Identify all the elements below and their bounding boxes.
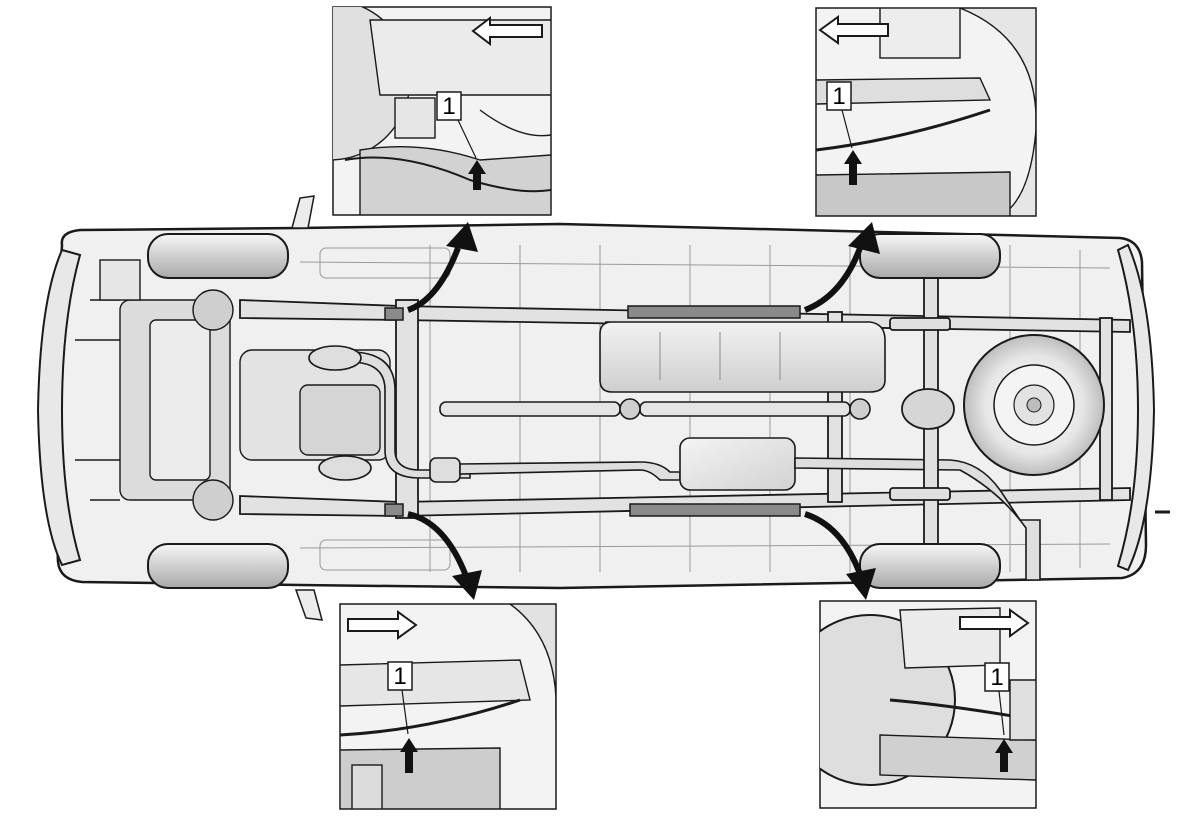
catalytic-converter-front bbox=[308, 345, 362, 371]
exhaust-system bbox=[308, 345, 1041, 581]
front-bumper bbox=[36, 248, 82, 567]
rear-left-wheel bbox=[859, 233, 1001, 279]
location-markers bbox=[384, 305, 801, 517]
differential bbox=[901, 388, 955, 430]
spare-tire bbox=[963, 334, 1105, 476]
direction-arrow-front-right bbox=[347, 610, 418, 640]
callout-number: 1 bbox=[832, 83, 845, 110]
marker-front-left bbox=[384, 307, 404, 321]
drive-shaft bbox=[439, 398, 871, 420]
pointer-arrow-front-left bbox=[406, 222, 478, 313]
front-right-wheel bbox=[147, 543, 289, 589]
direction-arrow-rear-right bbox=[959, 608, 1030, 638]
detail-view-rear-right: 1 bbox=[819, 600, 1037, 809]
detail-view-front-right: 1 bbox=[339, 603, 557, 810]
wheels bbox=[147, 233, 1001, 589]
callout-front-right: 1 bbox=[387, 661, 413, 735]
marker-front-right bbox=[384, 503, 404, 517]
up-arrow-front-right bbox=[400, 738, 418, 773]
callout-rear-right: 1 bbox=[984, 662, 1010, 736]
rear-axle bbox=[889, 269, 955, 551]
direction-arrow-front-left bbox=[471, 15, 543, 47]
up-arrow-front-left bbox=[468, 160, 486, 190]
left-mirror bbox=[291, 195, 315, 229]
up-arrow-rear-right bbox=[995, 739, 1013, 772]
callout-number: 1 bbox=[442, 93, 455, 120]
detail-view-rear-left: 1 bbox=[815, 7, 1037, 217]
pointer-arrow-rear-right bbox=[804, 511, 876, 600]
catalytic-converter-rear bbox=[318, 455, 372, 481]
muffler bbox=[679, 437, 796, 491]
callout-number: 1 bbox=[393, 663, 406, 690]
callout-number: 1 bbox=[990, 664, 1003, 691]
marker-rear-left bbox=[627, 305, 801, 319]
rear-right-wheel bbox=[859, 543, 1001, 589]
engine-assembly bbox=[75, 259, 391, 521]
pointer-arrows bbox=[406, 222, 880, 600]
callout-rear-left: 1 bbox=[826, 81, 853, 149]
right-mirror bbox=[294, 589, 324, 621]
pointer-arrow-rear-left bbox=[803, 222, 880, 313]
up-arrow-rear-left bbox=[844, 150, 862, 185]
rear-bumper bbox=[1116, 243, 1156, 572]
marker-rear-right bbox=[629, 503, 801, 517]
detail-view-front-left: 1 bbox=[332, 6, 552, 216]
front-left-wheel bbox=[147, 233, 289, 279]
pointer-arrow-front-right bbox=[407, 511, 482, 600]
callout-front-left: 1 bbox=[436, 91, 477, 159]
direction-arrow-rear-left bbox=[818, 15, 889, 45]
fuel-tank bbox=[599, 321, 886, 393]
